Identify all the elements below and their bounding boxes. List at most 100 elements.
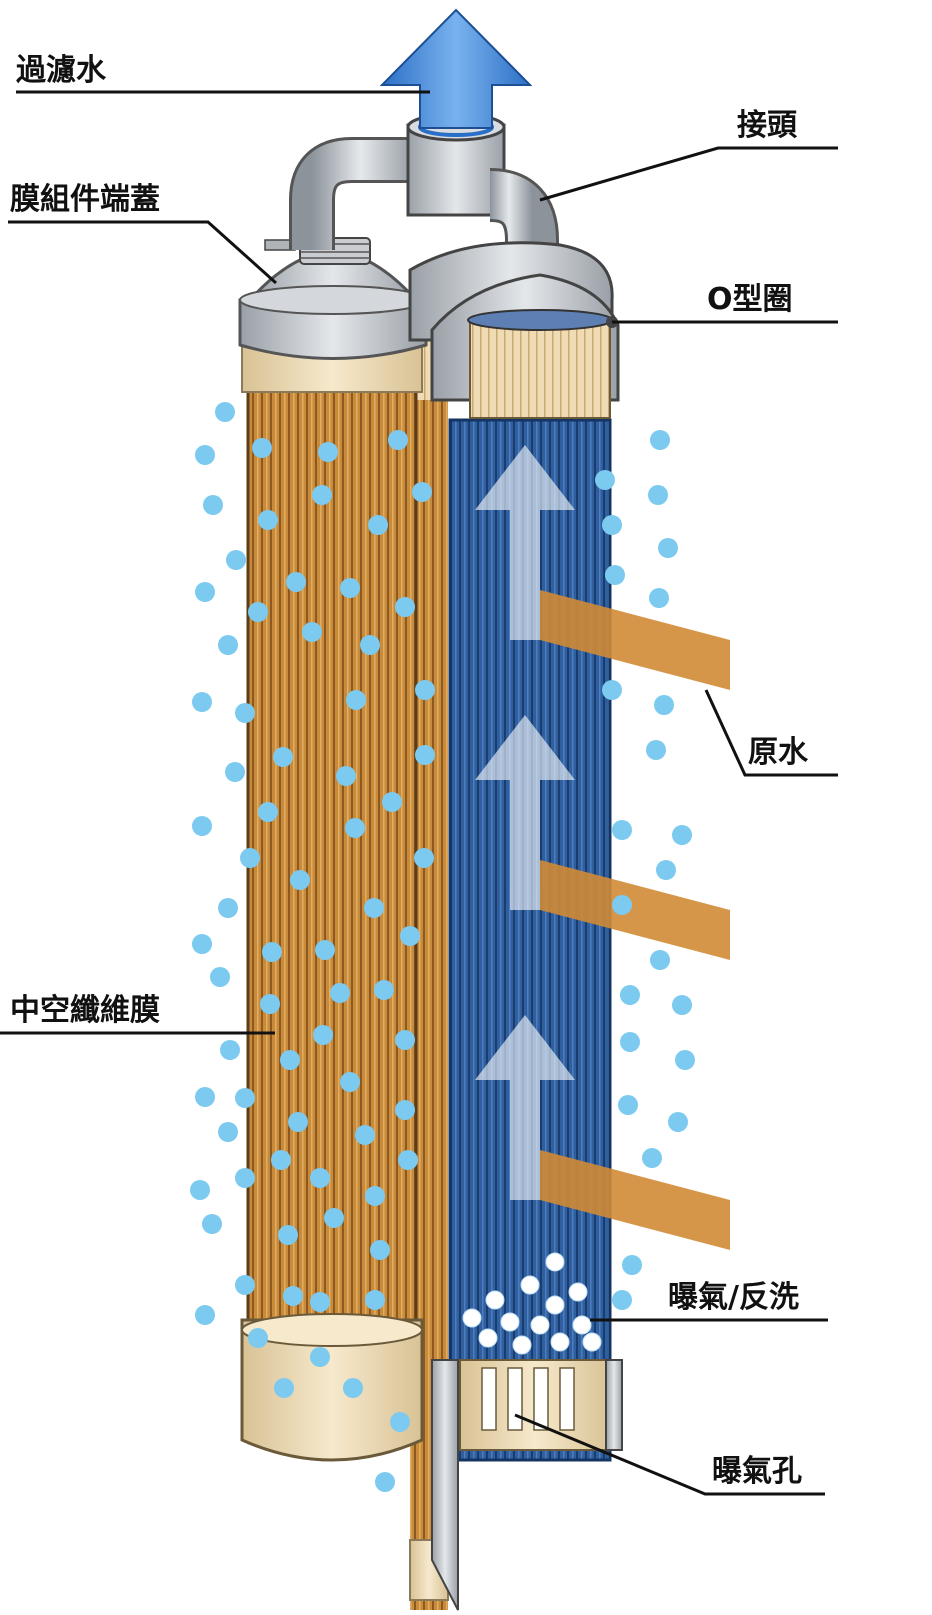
water-bubble bbox=[192, 692, 212, 712]
water-bubble bbox=[324, 1208, 344, 1228]
water-bubble bbox=[252, 438, 272, 458]
water-bubble bbox=[225, 762, 245, 782]
water-bubble bbox=[612, 1290, 632, 1310]
label-end-cap: 膜組件端蓋 bbox=[10, 182, 160, 217]
water-bubble bbox=[215, 402, 235, 422]
water-bubble bbox=[370, 1240, 390, 1260]
label-aeration-hole: 曝氣孔 bbox=[712, 1454, 802, 1489]
water-bubble bbox=[240, 848, 260, 868]
water-bubble bbox=[622, 1255, 642, 1275]
water-bubble bbox=[368, 515, 388, 535]
water-bubble bbox=[235, 1168, 255, 1188]
water-bubble bbox=[672, 995, 692, 1015]
water-bubble bbox=[355, 1125, 375, 1145]
label-o-ring: O型圈 bbox=[707, 282, 793, 317]
water-bubble bbox=[330, 983, 350, 1003]
water-bubble bbox=[195, 445, 215, 465]
label-filtered-water: 過濾水 bbox=[16, 53, 106, 88]
water-bubble bbox=[310, 1168, 330, 1188]
flow-arrows bbox=[475, 445, 575, 1200]
water-bubble bbox=[271, 1150, 291, 1170]
water-bubble bbox=[195, 582, 215, 602]
water-bubble bbox=[612, 820, 632, 840]
water-bubble bbox=[262, 942, 282, 962]
water-bubble bbox=[286, 572, 306, 592]
water-bubble bbox=[390, 1412, 410, 1432]
water-bubble bbox=[612, 895, 632, 915]
water-bubble bbox=[274, 1378, 294, 1398]
water-bubble bbox=[382, 792, 402, 812]
water-bubble bbox=[658, 538, 678, 558]
water-bubble bbox=[278, 1225, 298, 1245]
water-bubble bbox=[192, 934, 212, 954]
water-bubble bbox=[258, 510, 278, 530]
water-bubbles bbox=[190, 402, 695, 1492]
water-bubble bbox=[414, 848, 434, 868]
water-bubble bbox=[365, 1290, 385, 1310]
water-bubble bbox=[273, 747, 293, 767]
water-bubble bbox=[388, 430, 408, 450]
water-bubble bbox=[654, 695, 674, 715]
water-bubble bbox=[595, 470, 615, 490]
water-bubble bbox=[360, 635, 380, 655]
water-bubble bbox=[218, 1122, 238, 1142]
water-bubble bbox=[340, 578, 360, 598]
water-bubble bbox=[258, 802, 278, 822]
water-bubble bbox=[340, 1072, 360, 1092]
water-bubble bbox=[650, 950, 670, 970]
water-bubble bbox=[280, 1050, 300, 1070]
water-bubble bbox=[650, 430, 670, 450]
water-bubble bbox=[220, 1040, 240, 1060]
label-hollow-fiber: 中空纖維膜 bbox=[10, 993, 160, 1028]
water-bubble bbox=[203, 495, 223, 515]
water-bubble bbox=[642, 1148, 662, 1168]
water-bubble bbox=[195, 1305, 215, 1325]
water-bubble bbox=[395, 597, 415, 617]
water-bubble bbox=[235, 1088, 255, 1108]
water-bubble bbox=[248, 602, 268, 622]
water-bubble bbox=[313, 1025, 333, 1045]
water-bubble bbox=[226, 550, 246, 570]
water-bubble bbox=[190, 1180, 210, 1200]
water-bubble bbox=[605, 565, 625, 585]
filtered-water-arrow bbox=[379, 8, 533, 129]
water-bubble bbox=[618, 1095, 638, 1115]
water-bubble bbox=[290, 870, 310, 890]
raw-water-inflow bbox=[540, 590, 730, 1250]
water-bubble bbox=[620, 985, 640, 1005]
water-bubble bbox=[318, 442, 338, 462]
water-bubble bbox=[602, 515, 622, 535]
water-bubble bbox=[395, 1100, 415, 1120]
label-aeration-backwash: 曝氣/反洗 bbox=[668, 1280, 799, 1315]
water-bubble bbox=[620, 1032, 640, 1052]
water-bubble bbox=[415, 745, 435, 765]
water-bubble bbox=[235, 1275, 255, 1295]
label-raw-water: 原水 bbox=[748, 735, 808, 770]
water-bubble bbox=[343, 1378, 363, 1398]
water-bubble bbox=[260, 994, 280, 1014]
water-bubble bbox=[310, 1347, 330, 1367]
water-bubble bbox=[648, 485, 668, 505]
water-bubble bbox=[195, 1087, 215, 1107]
water-bubble bbox=[218, 898, 238, 918]
water-bubble bbox=[336, 766, 356, 786]
water-bubble bbox=[675, 1050, 695, 1070]
water-bubble bbox=[375, 1472, 395, 1492]
water-bubble bbox=[210, 967, 230, 987]
water-bubble bbox=[395, 1030, 415, 1050]
water-bubble bbox=[302, 622, 322, 642]
water-bubble bbox=[668, 1112, 688, 1132]
water-bubble bbox=[202, 1214, 222, 1234]
aeration-bubbles bbox=[462, 1252, 602, 1355]
water-bubble bbox=[672, 825, 692, 845]
water-bubble bbox=[602, 680, 622, 700]
water-bubble bbox=[192, 816, 212, 836]
water-bubble bbox=[365, 1186, 385, 1206]
water-bubble bbox=[312, 485, 332, 505]
water-bubble bbox=[248, 1328, 268, 1348]
water-bubble bbox=[283, 1286, 303, 1306]
water-bubble bbox=[288, 1112, 308, 1132]
water-bubble bbox=[400, 926, 420, 946]
